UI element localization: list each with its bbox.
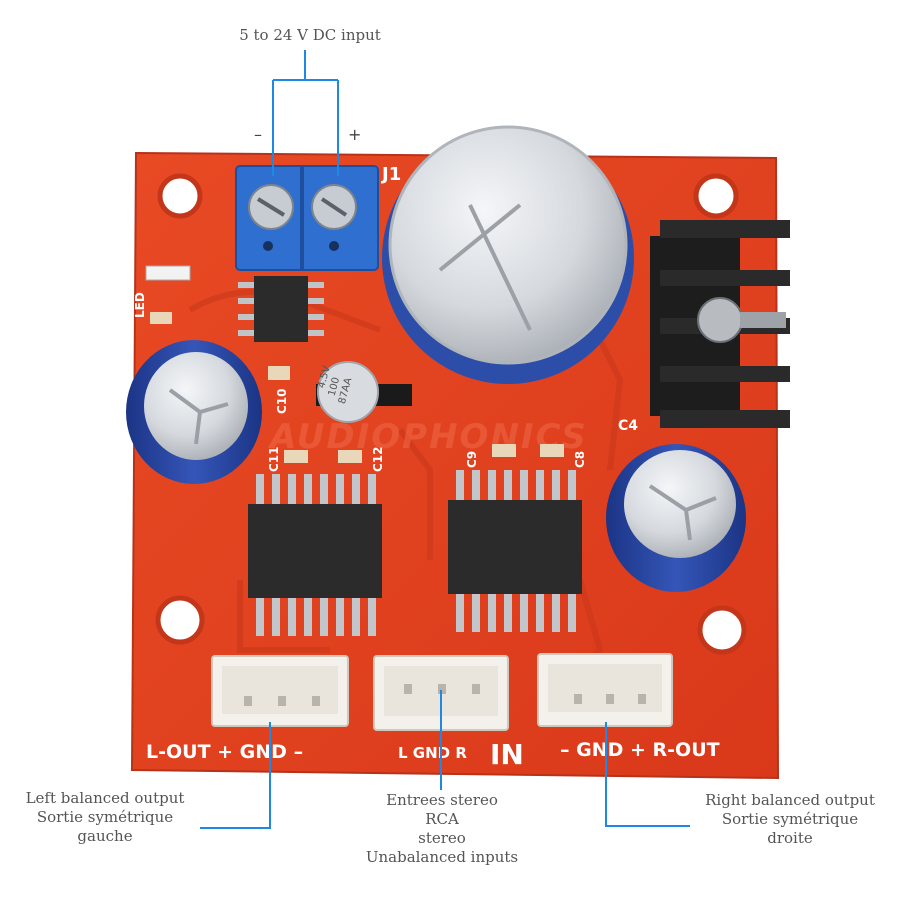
smd-c12: [338, 450, 362, 463]
left-output-label-fr-side: gauche: [77, 827, 133, 845]
inputs-label-rca: RCA: [425, 810, 459, 828]
callout-lines: [200, 50, 690, 829]
smd-c9: [492, 444, 516, 457]
right-output-callout: Right balanced output Sortie symétrique …: [680, 791, 900, 848]
left-output-callout: Left balanced output Sortie symétrique g…: [0, 789, 210, 846]
silkscreen-c10: C10: [275, 388, 289, 414]
svg-text:100: 100: [327, 376, 343, 397]
silkscreen-c9: C9: [465, 451, 479, 468]
right-output-connector: [537, 653, 673, 727]
silkscreen-c12: C12: [371, 446, 385, 472]
left-output-connector: [211, 655, 349, 727]
left-electrolytic-capacitor: [126, 340, 262, 484]
power-terminal-block: [235, 165, 379, 271]
smd-c10: [268, 366, 290, 380]
main-electrolytic-capacitor: [382, 125, 634, 384]
power-input-callout: 5 to 24 V DC input: [200, 26, 420, 45]
mounting-holes: [155, 173, 747, 655]
inputs-label-fr: Entrees stereo: [386, 791, 498, 809]
polarity-plus: +: [348, 125, 361, 144]
smd-c11: [284, 450, 308, 463]
heatsink-regulator: [650, 220, 790, 428]
silkscreen-inputs: L GND R: [398, 744, 467, 762]
op-amp-chip: [238, 276, 324, 342]
power-input-label: 5 to 24 V DC input: [239, 26, 381, 44]
smd-c8: [540, 444, 564, 457]
silkscreen-c8: C8: [573, 451, 587, 468]
silkscreen-c4: C4: [618, 418, 638, 434]
right-driver-chip: [448, 470, 582, 632]
silkscreen-in: IN: [490, 738, 524, 771]
polarity-minus: –: [254, 125, 262, 144]
silkscreen-led: LED: [133, 292, 147, 318]
right-output-label-en: Right balanced output: [705, 791, 875, 809]
silkscreen-right-out: – GND + R-OUT: [560, 739, 720, 761]
silkscreen-left-out: L-OUT + GND –: [146, 741, 303, 763]
right-output-callout-line: [605, 722, 690, 827]
silkscreen-j1: J1: [380, 164, 401, 185]
right-output-label-fr: Sortie symétrique: [721, 810, 859, 828]
silkscreen-c11: C11: [267, 446, 281, 472]
power-callout-line: [272, 50, 339, 176]
right-electrolytic-capacitor: [606, 444, 746, 592]
left-output-label-en: Left balanced output: [25, 789, 185, 807]
led-component: [145, 265, 191, 281]
inputs-label-stereo: stereo: [418, 829, 466, 847]
left-output-callout-line: [200, 722, 271, 829]
smd-electrolytic-capacitor: 87AA 100 4.5V: [316, 361, 412, 423]
left-driver-chip: [248, 474, 382, 636]
right-output-label-fr-side: droite: [767, 829, 813, 847]
silkscreen-watermark: AUDIOPHONICS: [267, 417, 588, 457]
left-output-label-fr: Sortie symétrique: [36, 808, 174, 826]
inputs-label-en: Unabalanced inputs: [365, 848, 519, 866]
inputs-callout: Entrees stereo RCA stereo Unabalanced in…: [330, 791, 554, 867]
smd-resistor: [150, 312, 172, 324]
